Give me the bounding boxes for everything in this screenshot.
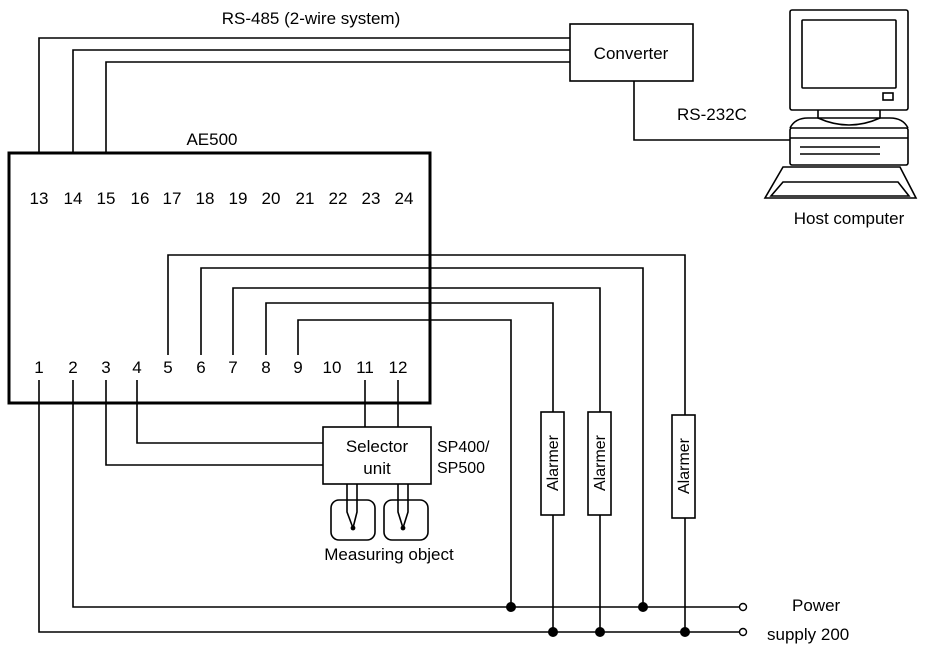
alarmer-supply-wires <box>552 515 686 632</box>
power-terminals <box>738 602 748 637</box>
alarmer-2-label: Alarmer <box>592 434 609 491</box>
selector-label-line1: Selector <box>346 437 409 456</box>
terminal-21: 21 <box>296 189 315 208</box>
top-terminals: 13 14 15 16 17 18 19 20 21 22 23 24 <box>30 189 414 208</box>
terminal-2: 2 <box>68 358 77 377</box>
alarmer-2: Alarmer <box>587 411 612 516</box>
terminal-14: 14 <box>64 189 83 208</box>
terminal-22: 22 <box>329 189 348 208</box>
computer-icon <box>763 9 918 199</box>
terminal-20: 20 <box>262 189 281 208</box>
rs232-wire <box>633 81 790 141</box>
thermocouple-icon <box>383 499 429 541</box>
selector-unit: Selector unit <box>322 426 432 485</box>
terminal-5: 5 <box>163 358 172 377</box>
terminal-10: 10 <box>323 358 342 377</box>
terminal-12: 12 <box>389 358 408 377</box>
terminal-4: 4 <box>132 358 141 377</box>
alarmer-1-label: Alarmer <box>545 434 562 491</box>
terminal-8: 8 <box>261 358 270 377</box>
junction-dots <box>506 602 690 637</box>
alarmer-3: Alarmer <box>671 414 696 519</box>
terminal-13: 13 <box>30 189 49 208</box>
sp-model-line1: SP400/ <box>437 439 490 456</box>
terminal-1: 1 <box>34 358 43 377</box>
device-label: AE500 <box>186 130 237 149</box>
rs485-label: RS-485 (2-wire system) <box>222 9 401 28</box>
terminal-9: 9 <box>293 358 302 377</box>
terminal-19: 19 <box>229 189 248 208</box>
terminal-23: 23 <box>362 189 381 208</box>
terminal-6: 6 <box>196 358 205 377</box>
terminal-3: 3 <box>101 358 110 377</box>
terminal-11: 11 <box>356 358 374 377</box>
thermocouple-icon <box>330 499 376 541</box>
alarm-wires <box>167 254 686 607</box>
alarmer-3-label: Alarmer <box>676 437 693 494</box>
sp-model-line2: SP500 <box>437 460 485 477</box>
terminal-16: 16 <box>131 189 150 208</box>
power-lines <box>38 380 739 633</box>
terminal-24: 24 <box>395 189 414 208</box>
terminal-17: 17 <box>163 189 182 208</box>
rs232-label: RS-232C <box>677 105 747 124</box>
terminal-15: 15 <box>97 189 116 208</box>
selector-label-line2: unit <box>363 459 391 478</box>
converter-label: Converter <box>594 44 669 63</box>
alarmer-1: Alarmer <box>540 411 565 516</box>
terminal-18: 18 <box>196 189 215 208</box>
sensor-leads <box>346 484 409 500</box>
power-label-line1: Power <box>792 596 841 615</box>
ae500-box <box>7 151 432 405</box>
host-computer-label: Host computer <box>794 209 905 228</box>
bottom-terminals: 1 2 3 4 5 6 7 8 9 10 11 12 <box>34 358 407 377</box>
power-label-line2: supply 200 <box>767 625 849 644</box>
converter-box: Converter <box>569 23 694 82</box>
terminal-7: 7 <box>228 358 237 377</box>
measuring-object-label: Measuring object <box>324 545 454 564</box>
selector-wires <box>105 380 399 466</box>
rs485-wires <box>38 37 570 180</box>
